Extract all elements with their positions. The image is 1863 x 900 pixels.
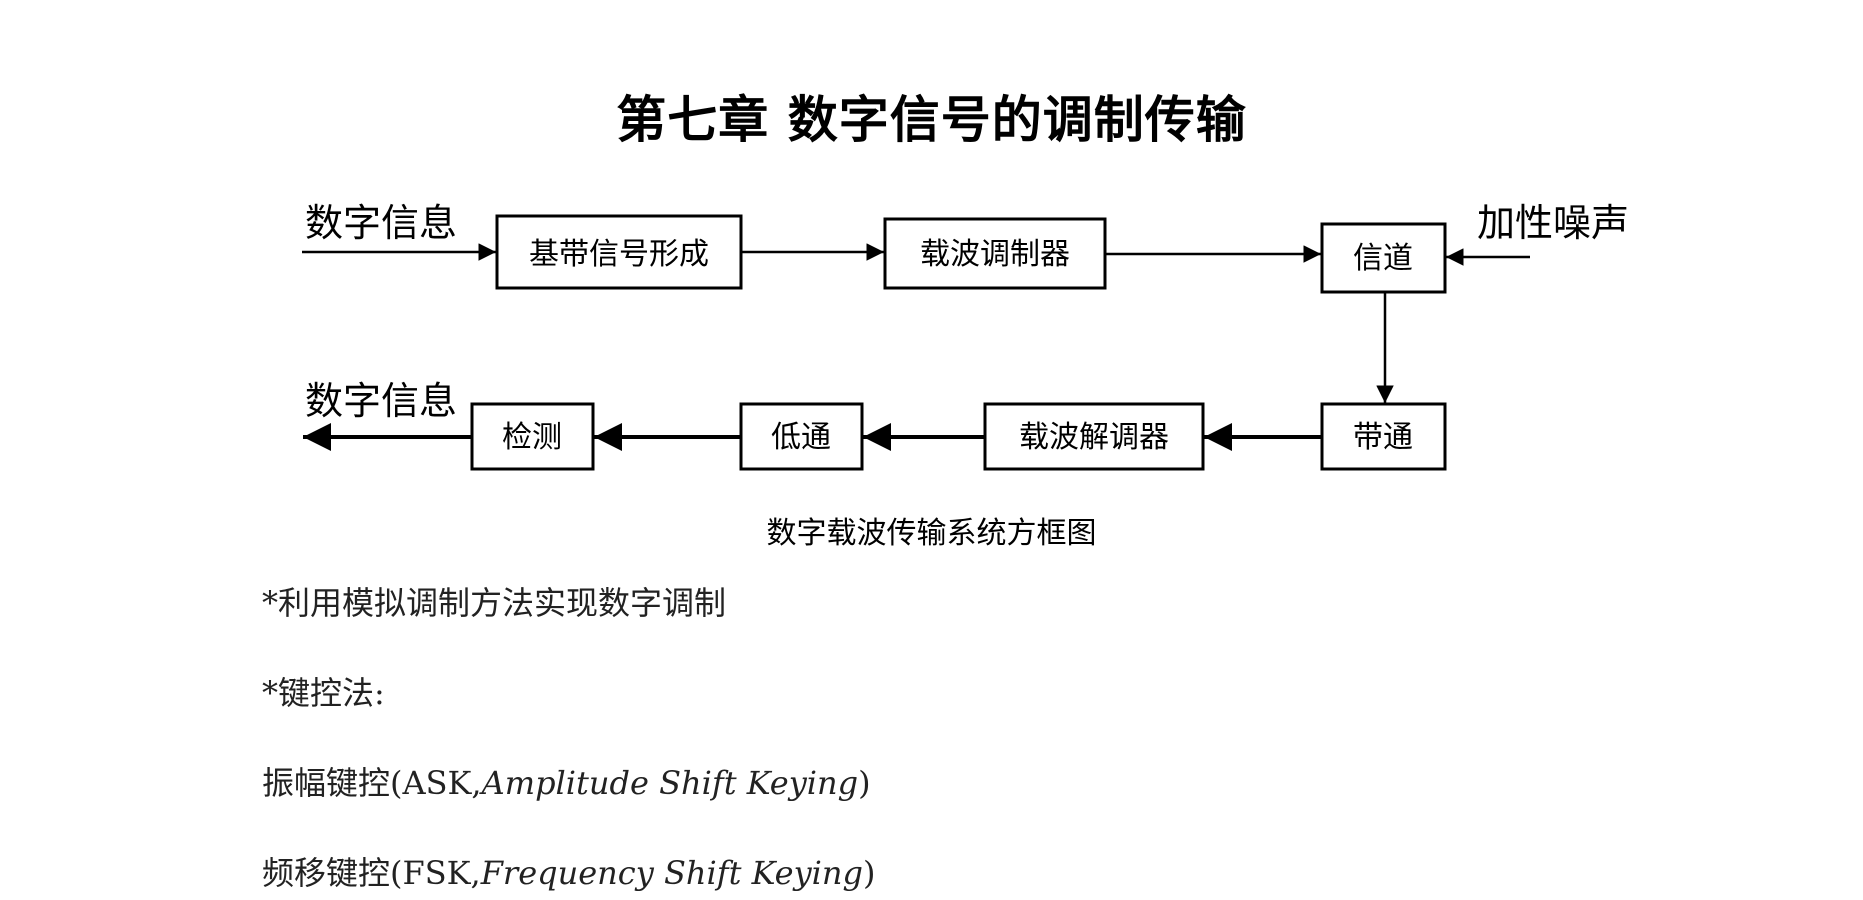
demodulator-label: 载波解调器 (1019, 420, 1169, 455)
detection-label: 检测 (502, 420, 562, 455)
channel-block (1320, 222, 1447, 294)
baseband-label: 基带信号形成 (529, 237, 709, 272)
lowpass-label: 低通 (771, 420, 831, 455)
note-keying-method: *键控法: (262, 674, 385, 712)
note-analog-modulation: *利用模拟调制方法实现数字调制 (262, 584, 727, 622)
bandpass-label: 带通 (1353, 420, 1413, 455)
ask-prefix: 振幅键控(ASK, (262, 764, 482, 802)
fsk-name: Frequency Shift Keying (480, 854, 863, 892)
modulator-label: 载波调制器 (920, 237, 1070, 272)
ask-line: 振幅键控(ASK,Amplitude Shift Keying) (262, 758, 871, 804)
fsk-line: 频移键控(FSK,Frequency Shift Keying) (262, 848, 875, 894)
input-label: 数字信息 (305, 201, 457, 245)
fsk-prefix: 频移键控(FSK, (262, 854, 481, 892)
fsk-suffix: ) (862, 854, 876, 892)
noise-label: 加性噪声 (1477, 201, 1629, 245)
ask-suffix: ) (858, 764, 871, 802)
ask-name: Amplitude Shift Keying (481, 764, 859, 802)
channel-label: 信道 (1353, 241, 1413, 276)
chapter-title: 第七章 数字信号的调制传输 (616, 91, 1247, 149)
diagram-caption: 数字载波传输系统方框图 (766, 516, 1097, 551)
output-label: 数字信息 (305, 379, 457, 423)
